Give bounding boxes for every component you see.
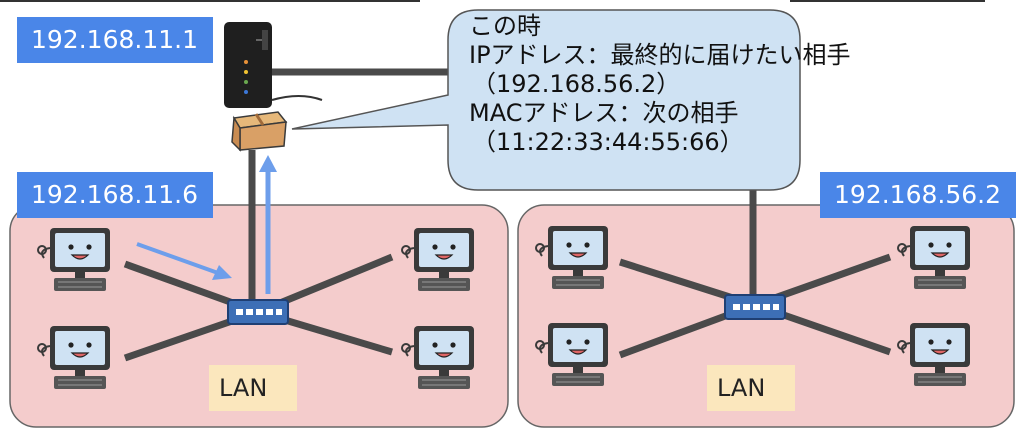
callout-text: この時 IPアドレス：最終的に届けたい相手 （192.168.56.2） MAC… [469,12,851,157]
router-icon [224,22,323,108]
callout-line-4: MACアドレス：次の相手 [469,99,739,127]
callout-line-3: （192.168.56.2） [472,70,681,98]
lan-label-left: LAN [209,365,297,411]
switch-icon [724,294,786,320]
callout-line-2: IPアドレス：最終的に届けたい相手 [469,41,851,69]
destination-ip-label: 192.168.56.2 [820,172,1016,218]
lan-label-right: LAN [707,365,795,411]
callout-line-5: （11:22:33:44:55:66） [472,128,744,156]
package-icon [231,111,288,152]
flow-arrow-to-router [259,155,277,294]
router-ip-label: 192.168.11.1 [17,17,213,63]
sender-ip-label: 192.168.11.6 [17,172,213,218]
flow-arrow-to-switch [136,242,232,280]
switch-icon [227,299,289,325]
callout-bubble [291,9,801,191]
callout-line-1: この時 [469,12,541,40]
